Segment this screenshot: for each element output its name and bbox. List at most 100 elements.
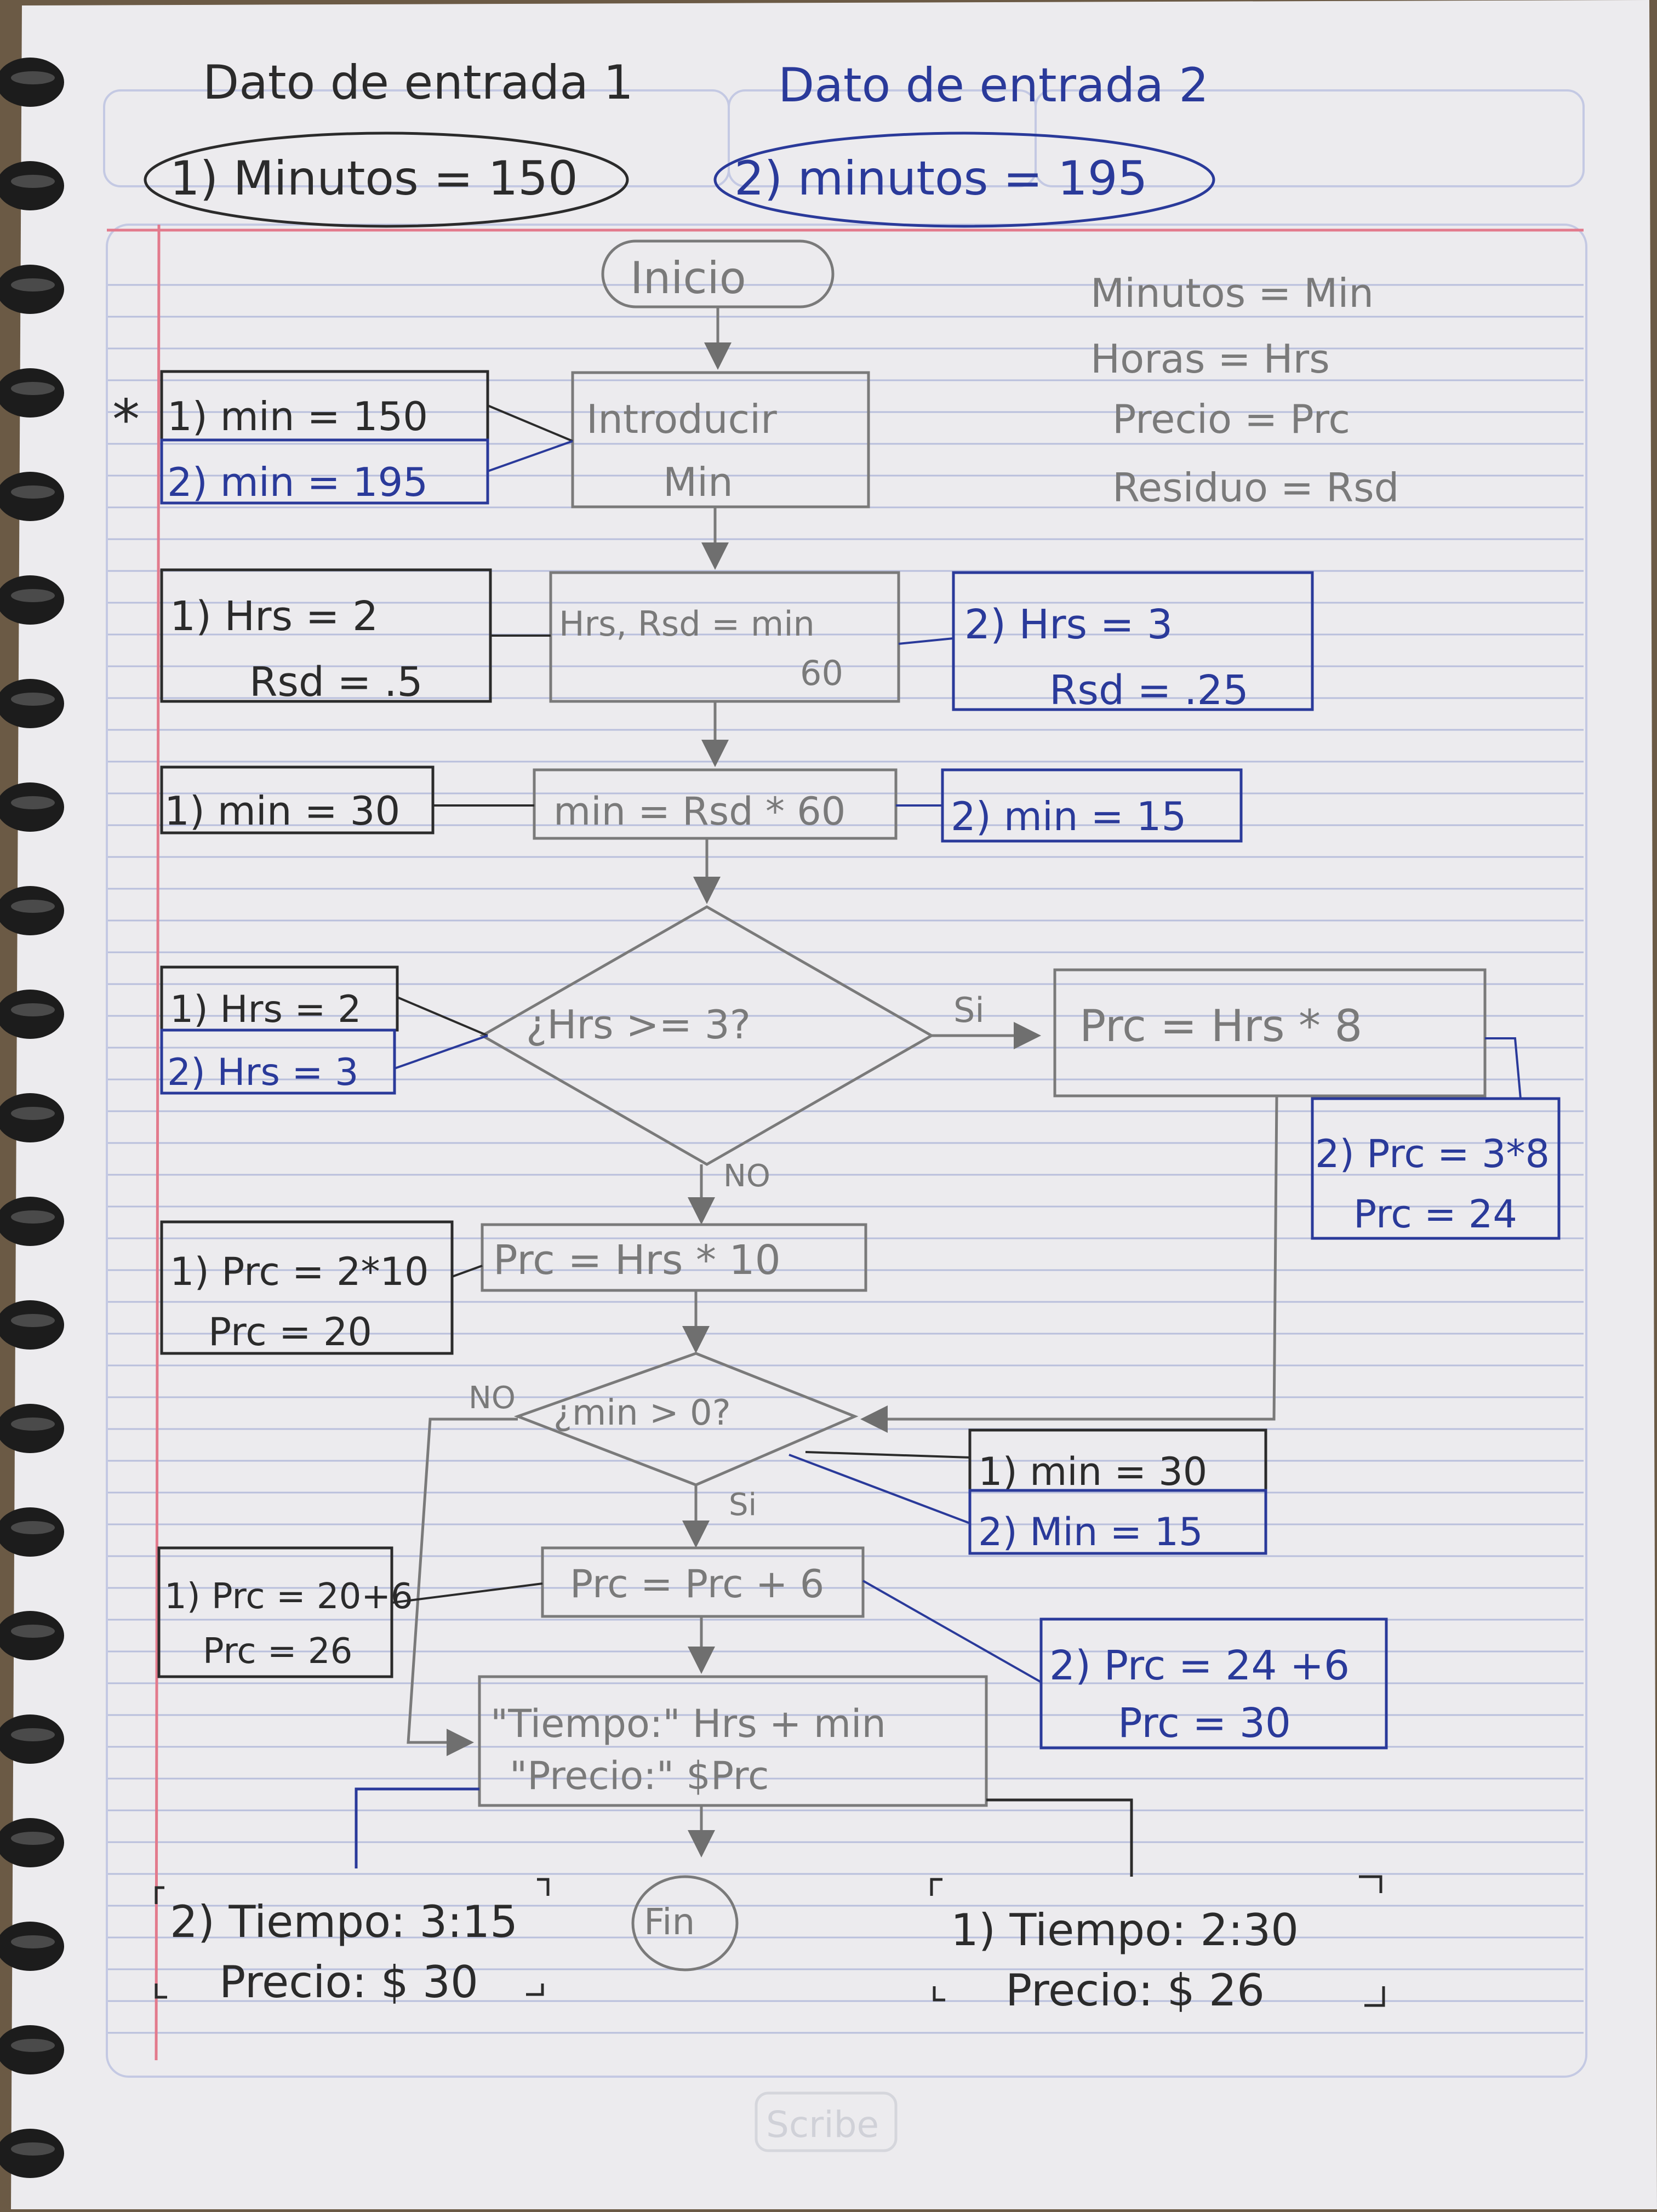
decision2-no: NO — [468, 1380, 516, 1416]
trace-hrs1-l1: 1) Hrs = 2 — [170, 593, 378, 640]
spiral-ring-highlight — [11, 1832, 55, 1845]
legend-hours: Horas = Hrs — [1090, 336, 1330, 382]
legend-price: Precio = Prc — [1112, 396, 1350, 442]
trace-dec2a: 1) min = 30 — [978, 1449, 1207, 1494]
star-marker: * — [112, 387, 140, 451]
link-dec2a — [805, 1451, 970, 1459]
spiral-ring-highlight — [11, 589, 55, 602]
end-terminal — [631, 1875, 739, 1971]
result2-line1: 2) Tiempo: 3:15 — [170, 1896, 518, 1947]
decision1-diamond — [479, 905, 935, 1166]
spiral-ring-highlight — [11, 278, 55, 291]
trace-min2-box — [160, 438, 489, 505]
decision1-label: ¿Hrs >= 3? — [526, 1002, 751, 1048]
trace-add2-l2: Prc = 30 — [1118, 1700, 1291, 1747]
division-label-1: Hrs, Rsd = min — [559, 604, 815, 644]
output-label-1: "Tiempo:" Hrs + min — [490, 1701, 886, 1746]
input2-ellipse — [713, 132, 1215, 228]
trace-prc8-l1: 2) Prc = 3*8 — [1315, 1131, 1550, 1176]
spiral-ring-highlight — [11, 1521, 55, 1534]
trace-dec2b-box — [968, 1489, 1267, 1555]
ruled-lines — [107, 284, 1584, 2034]
input1-title: Dato de entrada 1 — [203, 55, 633, 110]
link-dec1a — [397, 996, 488, 1037]
add6-label: Prc = Prc + 6 — [570, 1562, 824, 1607]
link-add1 — [391, 1582, 543, 1604]
link-result2 — [355, 1787, 479, 1868]
spiral-ring-highlight — [11, 1417, 55, 1431]
input-label-2: Min — [663, 459, 733, 505]
link-hrs2 — [898, 637, 954, 645]
trace-min2: 2) min = 195 — [167, 459, 428, 505]
prc8-box — [1053, 968, 1487, 1098]
spiral-ring-highlight — [11, 1625, 55, 1638]
legend-minutes: Minutos = Min — [1090, 270, 1374, 316]
trace-add1-l1: 1) Prc = 20+6 — [164, 1576, 413, 1617]
mult-box — [533, 768, 898, 840]
spiral-ring-highlight — [11, 1728, 55, 1741]
decision1-no: NO — [723, 1158, 770, 1194]
spiral-ring-highlight — [11, 485, 55, 499]
trace-prc8-l2: Prc = 24 — [1353, 1192, 1517, 1237]
trace-mult1-box — [160, 765, 435, 834]
spiral-ring-highlight — [11, 71, 55, 84]
trace-add2-l1: 2) Prc = 24 +6 — [1049, 1642, 1350, 1689]
spiral-ring-highlight — [11, 1003, 55, 1016]
trace-prc10-l2: Prc = 20 — [208, 1310, 372, 1354]
link-result1 — [986, 1798, 1133, 1877]
prc10-box — [481, 1223, 867, 1292]
spiral-ring-highlight — [11, 1210, 55, 1224]
spiral-ring-highlight — [11, 1935, 55, 1948]
header-frame-right — [1035, 89, 1585, 187]
link-prc10 — [452, 1265, 483, 1278]
spiral-ring-highlight — [11, 693, 55, 706]
output-label-2: "Precio:" $Prc — [510, 1753, 769, 1798]
trace-prc8-box — [1311, 1097, 1561, 1240]
spiral-ring-highlight — [11, 2039, 55, 2052]
division-box — [549, 571, 900, 703]
input-box — [571, 371, 870, 508]
trace-dec1a: 1) Hrs = 2 — [170, 988, 361, 1031]
spiral-ring-highlight — [11, 175, 55, 188]
spiral-ring-highlight — [11, 1314, 55, 1327]
result2-line2: Precio: $ 30 — [219, 1957, 478, 2008]
trace-add2-box — [1039, 1617, 1388, 1750]
input2-value: 2) minutos = 195 — [734, 151, 1147, 206]
arrow-dec2-no — [407, 1417, 518, 1756]
start-label: Inicio — [630, 253, 746, 304]
spiral-ring-highlight — [11, 382, 55, 395]
trace-hrs2-box — [952, 571, 1314, 711]
scribe-logo — [755, 2091, 898, 2152]
input2-title: Dato de entrada 2 — [778, 58, 1209, 113]
decision1-yes: Si — [953, 990, 985, 1030]
result1-line1: 1) Tiempo: 2:30 — [951, 1905, 1299, 1956]
trace-add1-box — [157, 1546, 393, 1678]
division-label-2: 60 — [800, 653, 843, 693]
prc8-label: Prc = Hrs * 8 — [1079, 1001, 1362, 1051]
output-box — [478, 1675, 988, 1807]
page-frame — [106, 224, 1587, 2078]
spiral-binding — [0, 58, 64, 2178]
legend-residue: Residuo = Rsd — [1112, 465, 1399, 511]
end-label: Fin — [644, 1901, 695, 1943]
trace-mult1: 1) min = 30 — [164, 788, 400, 834]
trace-prc10-l1: 1) Prc = 2*10 — [170, 1249, 429, 1294]
trace-min1: 1) min = 150 — [167, 393, 428, 439]
link-min2 — [487, 440, 573, 472]
paper-sheet — [11, 0, 1657, 2209]
link-dec2b — [788, 1454, 970, 1524]
mult-label: min = Rsd * 60 — [553, 789, 845, 834]
result2-brackets — [155, 1878, 550, 1999]
link-min1 — [487, 404, 573, 442]
link-dec1b — [394, 1034, 488, 1070]
trace-dec2b: 2) Min = 15 — [978, 1510, 1203, 1554]
link-prc8 — [1485, 1037, 1522, 1099]
spiral-ring-highlight — [11, 796, 55, 809]
input1-value: 1) Minutos = 150 — [170, 151, 578, 206]
margin-line — [155, 224, 161, 2061]
spiral-ring-highlight — [11, 900, 55, 913]
trace-dec1b-box — [160, 1028, 396, 1095]
trace-hrs1-l2: Rsd = .5 — [249, 659, 423, 706]
